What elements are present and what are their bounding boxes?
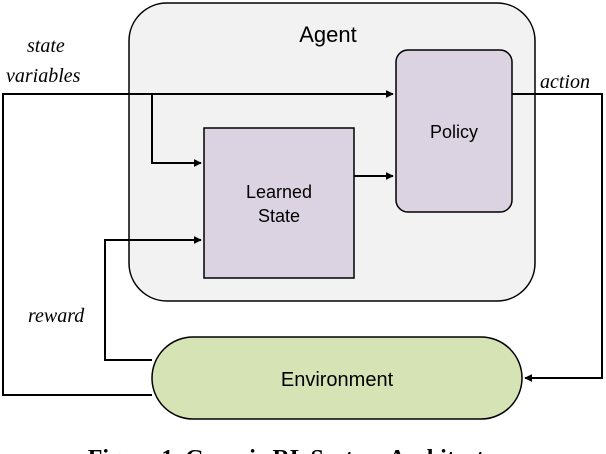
reward-arrow xyxy=(104,236,202,361)
policy-box xyxy=(395,49,513,213)
state-variables-arrow xyxy=(2,90,394,396)
agent-label: Agent xyxy=(299,22,357,47)
action-arrow xyxy=(512,93,603,382)
action-label: action xyxy=(540,71,590,93)
environment-label: Environment xyxy=(281,369,394,391)
learned-state-label-line2: State xyxy=(258,206,300,226)
state-to-learned-arrow xyxy=(151,94,202,167)
figure-caption: Figure 1. Generic RL System Architecture xyxy=(88,446,519,454)
environment-box xyxy=(151,336,523,420)
reward-label: reward xyxy=(28,305,85,327)
learned-state-label-line1: Learned xyxy=(246,182,312,202)
learned-state-box xyxy=(203,127,355,279)
state-variables-label-line2: variables xyxy=(6,65,81,87)
policy-label: Policy xyxy=(430,122,478,142)
state-variables-label-line1: state xyxy=(27,35,65,57)
